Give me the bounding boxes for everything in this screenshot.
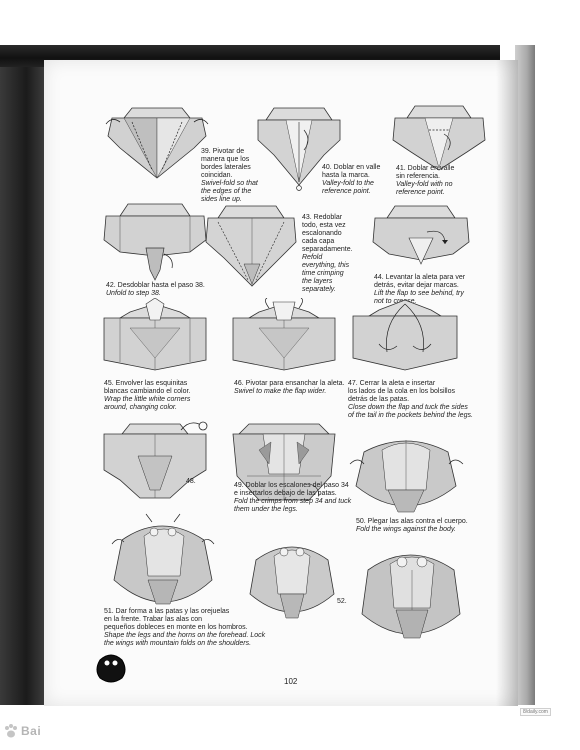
diagram-step-46 [229, 298, 339, 378]
step-44-es: 44. Levantar la aleta para ver detrás, e… [374, 274, 509, 290]
diagram-step-39 [102, 100, 212, 180]
diagram-step-43 [204, 202, 299, 292]
step-48-number: 48. [186, 478, 196, 485]
step-45-text: 45. Envolver las esquinitas blancas camb… [104, 380, 234, 412]
diagram-step-52-final [354, 540, 469, 645]
diagram-step-45 [100, 298, 210, 378]
step-42-en: Unfold to step 38. [106, 290, 256, 298]
scan-right-edge [515, 45, 535, 705]
step-39-es: 39. Pivotar de manera que los bordes lat… [201, 148, 281, 180]
diagram-step-51 [108, 510, 218, 610]
step-40-text: 40. Doblar en valle hasta la marca. Vall… [322, 164, 402, 196]
step-47-en: Close down the flap and tuck the sides o… [348, 404, 513, 420]
step-46-en: Swivel to make the flap wider. [234, 388, 359, 396]
step-52-number: 52. [337, 598, 347, 605]
paw-logo-icon [3, 723, 19, 739]
step-50-es: 50. Plegar las alas contra el cuerpo. [356, 518, 506, 526]
watermark-url: 8/daily.com [520, 708, 551, 716]
step-40-es: 40. Doblar en valle hasta la marca. [322, 164, 402, 180]
book-page: 39. Pivotar de manera que los bordes lat… [44, 60, 518, 706]
step-41-en: Valley-fold with no reference point. [396, 181, 486, 197]
step-40-en: Valley-fold to the reference point. [322, 180, 402, 196]
step-39-en: Swivel-fold so that the edges of the sid… [201, 180, 281, 204]
brand-text: Bai [21, 724, 41, 738]
page-number: 102 [284, 677, 297, 686]
scan-binding-shadow [0, 45, 44, 705]
diagram-step-44 [369, 202, 474, 277]
step-50-text: 50. Plegar las alas contra el cuerpo. Fo… [356, 518, 506, 534]
brand-watermark: Bai [3, 722, 41, 740]
step-51-es: 51. Dar forma a las patas y las orejuela… [104, 608, 314, 632]
owl-stamp-icon [94, 650, 128, 684]
step-41-es: 41. Doblar en valle sin referencia. [396, 165, 486, 181]
diagram-step-47 [349, 296, 461, 378]
step-45-en: Wrap the little white corners around, ch… [104, 396, 234, 412]
fold-arrow-icon [179, 416, 209, 436]
step-45-es: 45. Envolver las esquinitas blancas camb… [104, 380, 234, 396]
step-47-text: 47. Cerrar la aleta e insertar los lados… [348, 380, 513, 420]
step-39-text: 39. Pivotar de manera que los bordes lat… [201, 148, 281, 204]
diagram-step-42 [100, 200, 210, 285]
step-51-en: Shape the legs and the horns on the fore… [104, 632, 314, 648]
diagram-step-50 [344, 430, 469, 520]
step-42-es: 42. Desdoblar hasta el paso 38. [106, 282, 256, 290]
step-46-text: 46. Pivotar para ensanchar la aleta. Swi… [234, 380, 359, 396]
step-51-text: 51. Dar forma a las patas y las orejuela… [104, 608, 314, 648]
step-41-text: 41. Doblar en valle sin referencia. Vall… [396, 165, 486, 197]
step-47-es: 47. Cerrar la aleta e insertar los lados… [348, 380, 513, 404]
step-50-en: Fold the wings against the body. [356, 526, 506, 534]
step-46-es: 46. Pivotar para ensanchar la aleta. [234, 380, 359, 388]
step-42-text: 42. Desdoblar hasta el paso 38. Unfold t… [106, 282, 256, 298]
